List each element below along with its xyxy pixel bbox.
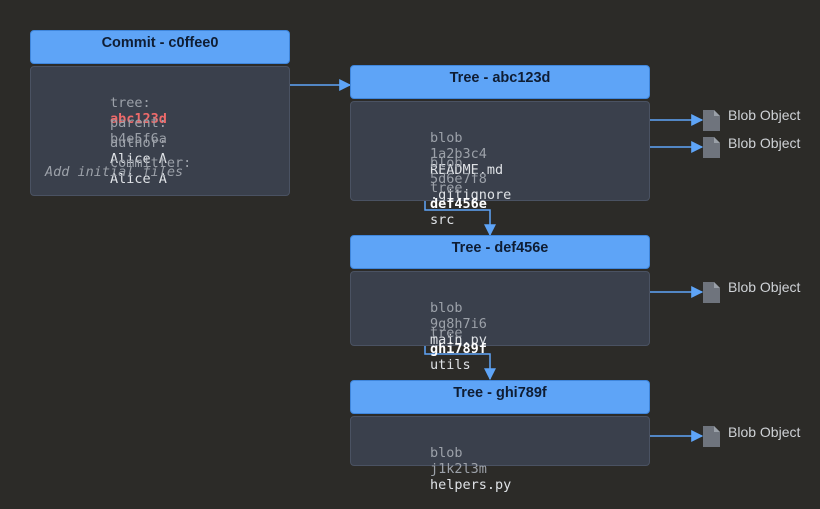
tree-body: blob 1a2b3c4 README.md blob 5d6e7f8 .git… <box>350 101 650 228</box>
commit-message: Add initial files <box>45 164 184 180</box>
commit-author-key: author: <box>110 135 167 151</box>
commit-title: Commit - c0ffee0 <box>30 30 290 64</box>
tree-body: blob 9g8h7i6 main.py tree ghi789f utils <box>350 271 650 373</box>
entry-name: README.md <box>430 162 504 178</box>
entry-hash: 1a2b3c4 <box>430 146 487 162</box>
tree-entry: tree def456e src <box>365 164 487 244</box>
entry-type: blob <box>430 300 463 316</box>
tree-node-def456e: Tree - def456e blob 9g8h7i6 main.py tree… <box>350 235 650 373</box>
entry-type: tree <box>430 180 463 196</box>
commit-parent-hash: b4e5f6a <box>110 131 167 147</box>
commit-tree-line: tree: abc123d <box>45 79 167 143</box>
tree-title: Tree - abc123d <box>350 65 650 99</box>
entry-hash: ghi789f <box>430 341 487 357</box>
commit-author-line: author: Alice A <box>45 119 167 183</box>
entry-name: utils <box>430 357 471 373</box>
tree-entry: tree ghi789f utils <box>365 309 487 389</box>
commit-tree-hash: abc123d <box>110 111 167 127</box>
tree-entry: blob 5d6e7f8 .gitignore <box>365 139 511 219</box>
blob-object-label: Blob Object <box>728 424 801 440</box>
commit-committer-key: committer: <box>110 155 192 171</box>
tree-entry: blob j1k2l3m helpers.py <box>365 429 511 509</box>
tree-entry: blob 9g8h7i6 main.py <box>365 284 487 364</box>
file-icon <box>703 426 720 447</box>
tree-body: blob j1k2l3m helpers.py <box>350 416 650 493</box>
entry-name: src <box>430 212 455 228</box>
entry-hash: j1k2l3m <box>430 461 487 477</box>
commit-parent-line: parent: b4e5f6a <box>45 99 167 163</box>
entry-type: blob <box>430 445 463 461</box>
entry-type: blob <box>430 155 463 171</box>
blob-object-label: Blob Object <box>728 135 801 151</box>
blob-object-label: Blob Object <box>728 279 801 295</box>
entry-hash: 5d6e7f8 <box>430 171 487 187</box>
commit-author-value: Alice A <box>110 151 167 167</box>
entry-hash: 9g8h7i6 <box>430 316 487 332</box>
git-object-diagram: Commit - c0ffee0 tree: abc123d parent: b… <box>30 30 801 493</box>
entry-type: tree <box>430 325 463 341</box>
tree-node-abc123d: Tree - abc123d blob 1a2b3c4 README.md bl… <box>350 65 650 228</box>
commit-body: tree: abc123d parent: b4e5f6a author: Al… <box>30 66 290 196</box>
commit-parent-key: parent: <box>110 115 167 131</box>
commit-node: Commit - c0ffee0 tree: abc123d parent: b… <box>30 30 290 196</box>
tree-entry: blob 1a2b3c4 README.md <box>365 114 503 194</box>
commit-committer-value: Alice A <box>110 171 167 187</box>
blob-object-label: Blob Object <box>728 107 801 123</box>
commit-committer-line: committer: Alice A <box>45 139 191 203</box>
entry-type: blob <box>430 130 463 146</box>
commit-tree-key: tree: <box>110 95 151 111</box>
entry-name: main.py <box>430 332 487 348</box>
entry-name: .gitignore <box>430 187 512 203</box>
tree-title: Tree - def456e <box>350 235 650 269</box>
tree-node-ghi789f: Tree - ghi789f blob j1k2l3m helpers.py <box>350 380 650 493</box>
entry-hash: def456e <box>430 196 487 212</box>
file-icon <box>703 282 720 303</box>
file-icon <box>703 137 720 158</box>
entry-name: helpers.py <box>430 477 512 493</box>
tree-title: Tree - ghi789f <box>350 380 650 414</box>
file-icon <box>703 110 720 131</box>
